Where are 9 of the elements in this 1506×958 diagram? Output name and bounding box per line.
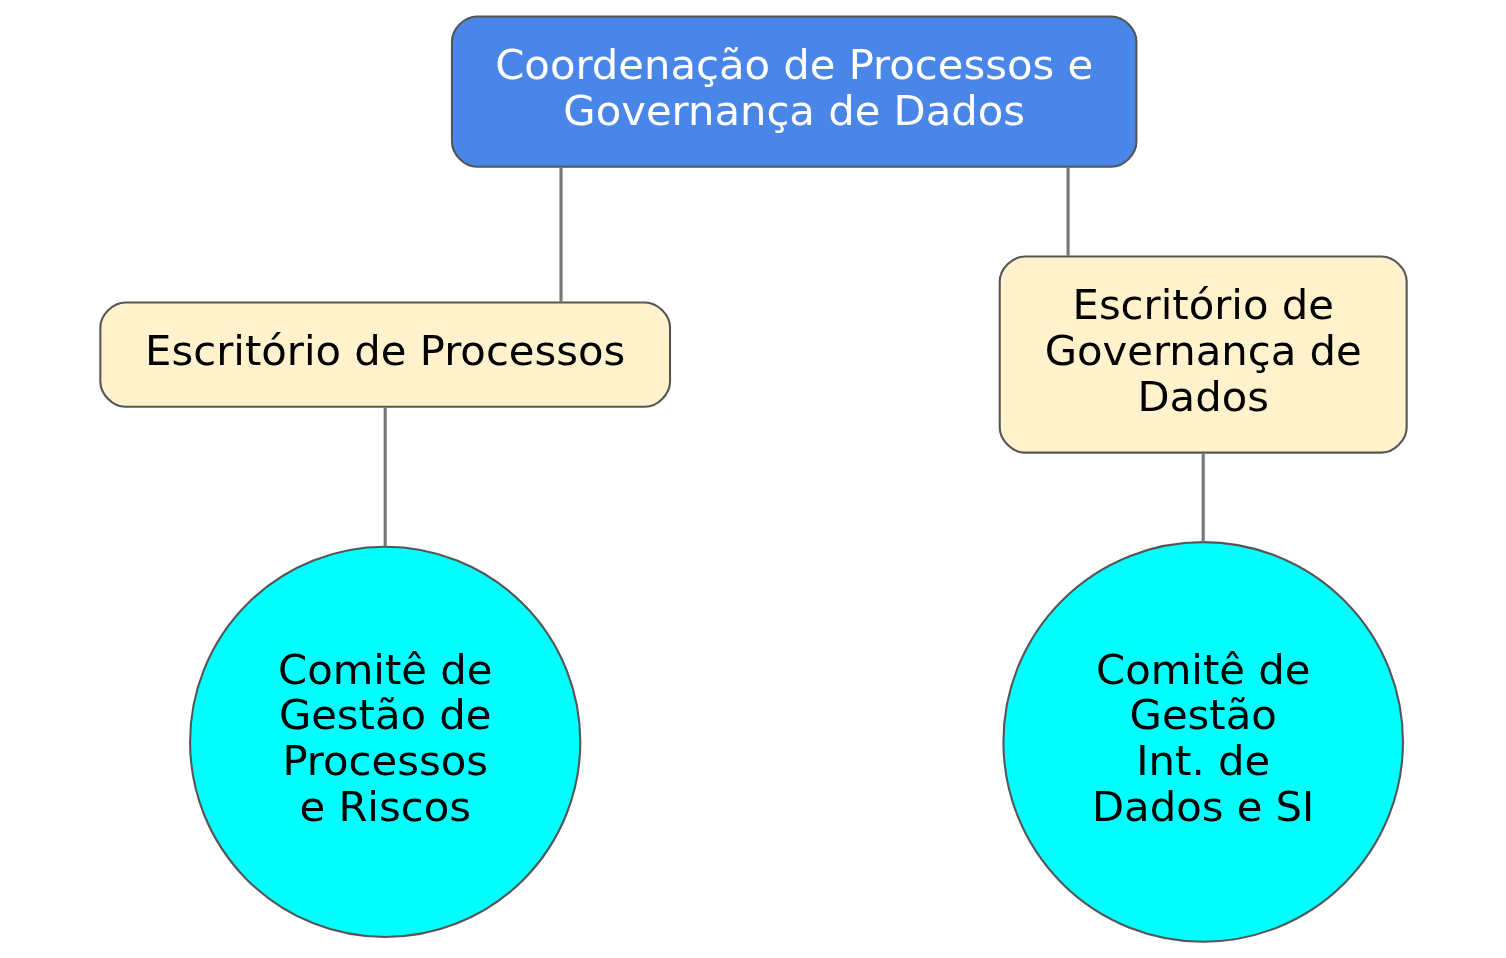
node-box: Escritório de Processos [98, 301, 671, 408]
node-box: Coordenação de Processos e Governança de Dados [450, 15, 1137, 168]
connector [383, 406, 387, 547]
node-circle: Comitê de Gestão Int. de Dados e SI [1001, 541, 1404, 943]
connector [1066, 167, 1070, 256]
connector [558, 167, 563, 302]
connector [1201, 453, 1205, 543]
node-box: Escritório de Governança de Dados [998, 255, 1408, 454]
node-circle: Comitê de Gestão de Processos e Riscos [188, 545, 581, 939]
